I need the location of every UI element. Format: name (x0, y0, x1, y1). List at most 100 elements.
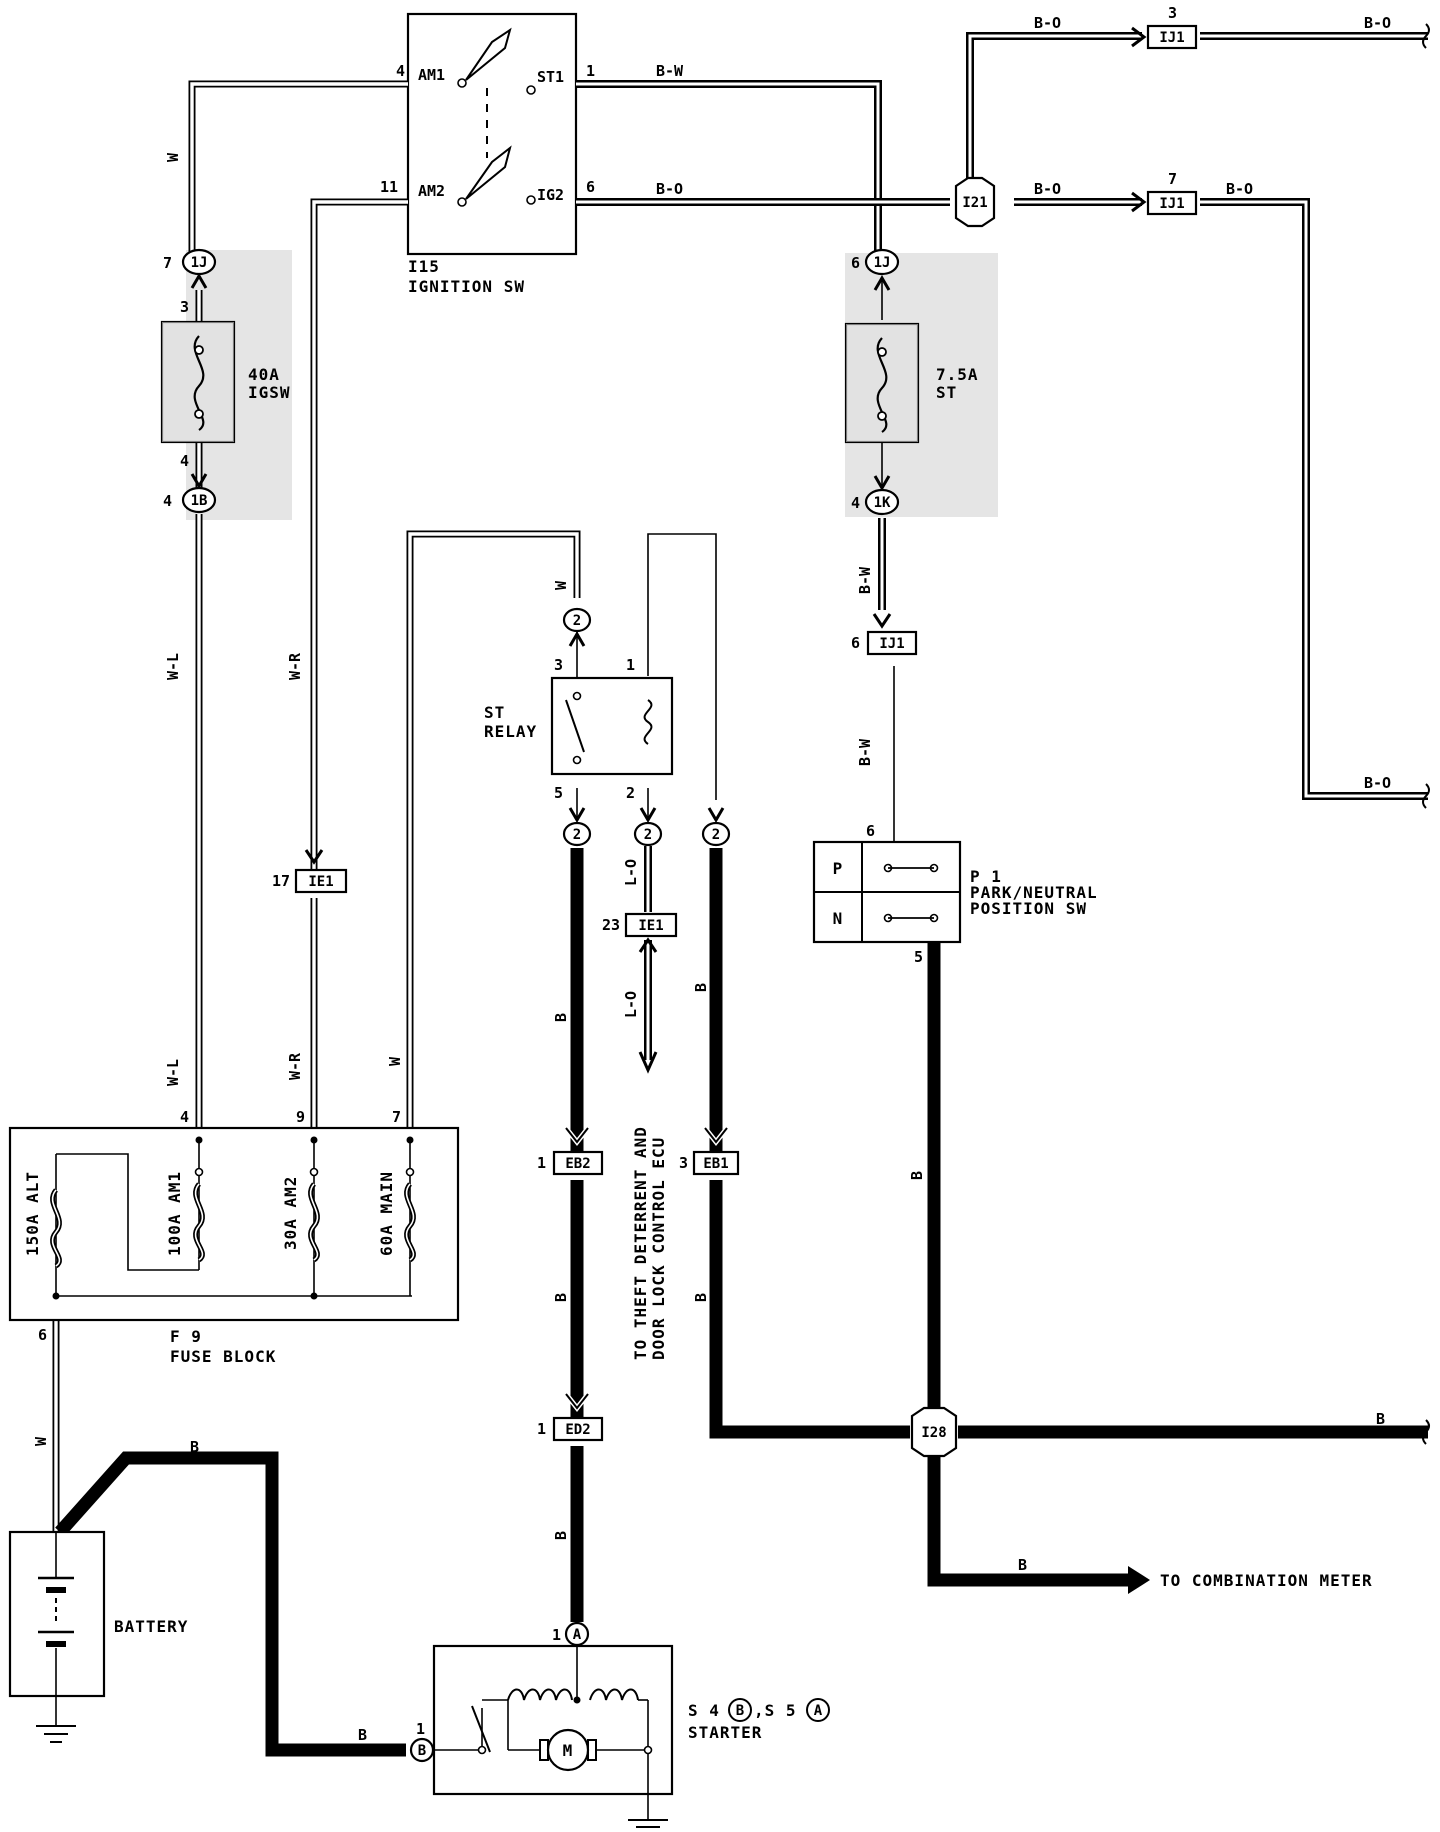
svg-text:7: 7 (163, 254, 172, 272)
wire-w-am1 (188, 80, 408, 260)
wire-label-b-7: B (1376, 1410, 1385, 1428)
fuse-st-name: ST (936, 383, 957, 402)
fuse-block: 150A ALT 100A AM1 30A AM2 60A MAIN (8, 1126, 460, 1322)
wire-label-b-1: B (552, 1013, 570, 1022)
pin-st1: 1 (586, 62, 595, 80)
svg-text:IJ1: IJ1 (879, 636, 904, 652)
wire-b-meter (927, 1456, 1130, 1587)
wire-label-b-2: B (552, 1293, 570, 1302)
svg-text:2: 2 (573, 613, 581, 629)
fuse-30a-am2: 30A AM2 (281, 1176, 300, 1250)
wire-label-b-9: B (190, 1438, 199, 1456)
svg-text:IE1: IE1 (308, 874, 333, 890)
svg-text:17: 17 (272, 872, 290, 890)
wire-label-lo-2: L-O (622, 991, 640, 1018)
connector-1j-right: 1J 6 (851, 248, 900, 291)
wire-bo-right (1200, 198, 1428, 800)
st-relay-pin-2: 2 (626, 784, 635, 802)
connector-2-bottom-left: 2 (562, 807, 592, 847)
st-relay-name-2: RELAY (484, 722, 537, 741)
wire-label-wl-1: W-L (164, 653, 182, 680)
connector-1j-left: 1J 7 (163, 248, 217, 289)
st-relay-name-1: ST (484, 703, 505, 722)
wire-label-b-8: B (1018, 1556, 1027, 1574)
wire-label-lo-1: L-O (622, 859, 640, 886)
fuse-40a-name: IGSW (248, 383, 291, 402)
svg-text:2: 2 (573, 827, 581, 843)
ignition-switch: AM1 ST1 AM2 IG2 (406, 12, 578, 256)
svg-text:3: 3 (679, 1154, 688, 1172)
wire-bo-upper (966, 32, 1142, 180)
connector-eb1: EB1 3 (679, 1126, 740, 1176)
starter-pin-b: 1 (416, 1720, 425, 1738)
svg-text:IJ1: IJ1 (1159, 196, 1184, 212)
pin-ig2: 6 (586, 178, 595, 196)
wire-label-wr-1: W-R (286, 652, 304, 680)
svg-text:23: 23 (602, 916, 620, 934)
svg-text:2: 2 (712, 827, 720, 843)
svg-text:EB1: EB1 (703, 1156, 728, 1172)
wire-label-w-4: W (32, 1436, 50, 1446)
connector-ij1-mid: IJ1 7 (1131, 170, 1198, 216)
fuse-block-pin-7: 7 (392, 1108, 401, 1126)
fuse-40a-igsw (160, 320, 236, 444)
wire-label-bw-1: B-W (656, 62, 684, 80)
wire-label-b-6: B (908, 1171, 926, 1180)
fuse-block-pin-4: 4 (180, 1108, 189, 1126)
park-neutral-pin-5: 5 (914, 948, 923, 966)
svg-text:P: P (833, 859, 844, 878)
svg-text:1J: 1J (191, 255, 208, 271)
svg-text:B: B (418, 1743, 426, 1759)
svg-text:N: N (833, 909, 844, 928)
motor-symbol: M (563, 1741, 574, 1760)
svg-text:1B: 1B (191, 493, 208, 509)
connector-ie1-left: IE1 17 (272, 849, 348, 894)
svg-text:3: 3 (1168, 4, 1177, 22)
st-relay-pin-3: 3 (554, 656, 563, 674)
wire-label-b-4: B (692, 983, 710, 992)
svg-text:1J: 1J (874, 255, 891, 271)
svg-text:S 4: S 4 (688, 1701, 720, 1720)
wire-wr-am2 (310, 198, 408, 870)
svg-text:EB2: EB2 (565, 1156, 590, 1172)
svg-text:A: A (573, 1627, 582, 1643)
svg-text:6: 6 (851, 254, 860, 272)
fuse-block-name: FUSE BLOCK (170, 1347, 276, 1366)
fuse-100a-am1: 100A AM1 (165, 1171, 184, 1256)
park-neutral-name-1: PARK/NEUTRAL (970, 883, 1098, 902)
connector-ij1-top: IJ1 3 (1131, 4, 1198, 50)
connector-2-bottom-mid: 2 (633, 807, 663, 847)
wire-w-main (406, 530, 581, 1128)
svg-text:4: 4 (851, 494, 860, 512)
svg-text:IJ1: IJ1 (1159, 30, 1184, 46)
wire-label-bw-3: B-W (856, 738, 874, 766)
connector-2-top: 2 (562, 607, 592, 647)
wire-label-w-2: W (386, 1056, 404, 1066)
park-neutral-name-2: POSITION SW (970, 899, 1087, 918)
svg-text:I21: I21 (962, 195, 987, 211)
wire-label-wr-2: W-R (286, 1052, 304, 1080)
connector-1b: 1B 4 (163, 473, 217, 514)
wire-label-bo-6: B-O (1364, 774, 1391, 792)
svg-text:7: 7 (1168, 170, 1177, 188)
fuse-block-pin-9: 9 (296, 1108, 305, 1126)
starter: A B M (409, 1621, 674, 1828)
fuse-40a-rating: 40A (248, 365, 280, 384)
wire-label-bo-3: B-O (1226, 180, 1253, 198)
connector-eb2: EB2 1 (537, 1126, 604, 1176)
connector-ij1-low: IJ1 6 (851, 613, 918, 656)
pin-am2: 11 (380, 178, 398, 196)
wire-bw-st1 (576, 80, 882, 258)
starter-name: STARTER (688, 1723, 762, 1742)
st-relay-pin-1: 1 (626, 656, 635, 674)
wire-label-w-1: W (164, 152, 182, 162)
ignition-terminal-ig2: IG2 (537, 186, 564, 204)
fuse-60a-main: 60A MAIN (377, 1171, 396, 1256)
svg-text:2: 2 (644, 827, 652, 843)
connector-2-bottom-right: 2 (701, 807, 731, 847)
wire-relay-pin1 (647, 533, 717, 800)
ignition-switch-name: IGNITION SW (408, 277, 525, 296)
svg-text:ED2: ED2 (565, 1422, 590, 1438)
note-combination-meter: TO COMBINATION METER (1160, 1571, 1373, 1590)
